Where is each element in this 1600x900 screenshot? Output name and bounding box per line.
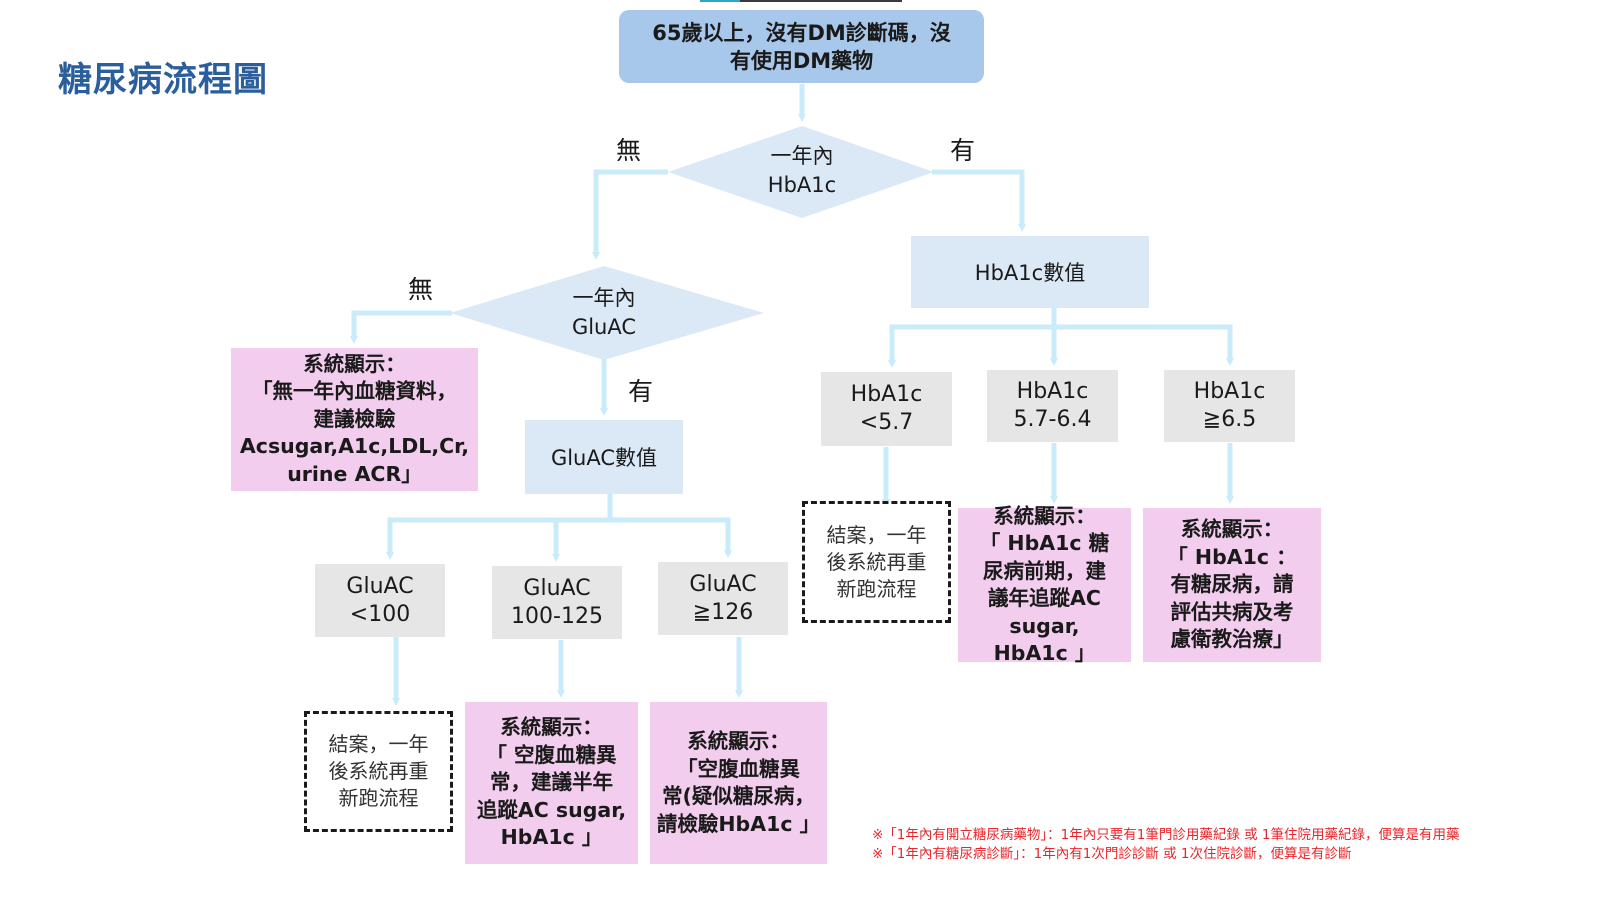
hba1c-range-57-64: HbA1c 5.7-6.4	[987, 370, 1118, 442]
connector-gluac-split	[387, 494, 731, 556]
top-accent-bar	[700, 0, 740, 2]
decision-diamond-gluac	[450, 266, 764, 360]
gluac-lt100-close-case: 結案，一年 後系統再重 新跑流程	[304, 711, 453, 832]
branch-label-gluac-no: 無	[408, 275, 434, 304]
gluac-ge126-message: 系統顯示： 「空腹血糖異 常(疑似糖尿病， 請檢驗HbA1c 」	[650, 702, 827, 864]
footnote-medication: ※「1年內有開立糖尿病藥物」：1年內只要有1筆門診用藥紀錄 或 1筆住院用藥紀錄…	[872, 827, 1460, 843]
footnote-diagnosis: ※「1年內有糖尿病診斷」：1年內有1次門診診斷 或 1次住院診斷，便算是有診斷	[872, 846, 1352, 862]
gluac-range-lt100: GluAC <100	[315, 564, 445, 637]
decision-hba1c-label: 一年內 HbA1c	[767, 144, 837, 197]
hba1c-lt57-close-case: 結案，一年 後系統再重 新跑流程	[802, 501, 951, 623]
hba1c-ge65-message: 系統顯示： 「 HbA1c ： 有糖尿病，請 評估共病及考 慮衛教治療」	[1143, 508, 1321, 662]
decision-diamond-hba1c	[668, 126, 934, 218]
hba1c-range-lt57: HbA1c <5.7	[821, 372, 952, 446]
hba1c-value-node: HbA1c數值	[911, 236, 1149, 308]
branch-label-hba1c-no: 無	[616, 136, 642, 165]
branch-label-gluac-yes: 有	[628, 377, 654, 406]
page-title: 糖尿病流程圖	[58, 60, 268, 100]
gluac-100-125-message: 系統顯示： 「 空腹血糖異 常，建議半年 追蹤AC sugar, HbA1c 」	[465, 702, 638, 864]
branch-label-hba1c-yes: 有	[950, 136, 976, 165]
connector-hba1c-yes	[932, 169, 1026, 232]
gluac-value-node: GluAC數值	[525, 420, 683, 494]
connector-hba1c-split	[889, 308, 1233, 360]
hba1c-57-64-message: 系統顯示： 「 HbA1c 糖 尿病前期，建 議年追蹤AC sugar, HbA…	[958, 504, 1131, 665]
gluac-range-ge126: GluAC ≧126	[658, 562, 788, 635]
gluac-range-100-125: GluAC 100-125	[492, 566, 622, 639]
connector-gluac-no	[350, 310, 452, 344]
no-glucose-data-message: 系統顯示： 「無一年內血糖資料， 建議檢驗 Acsugar,A1c,LDL,Cr…	[231, 348, 478, 491]
connector-hba1c-no	[592, 169, 668, 260]
decision-gluac-label: 一年內 GluAC	[571, 286, 637, 339]
hba1c-range-ge65: HbA1c ≧6.5	[1164, 370, 1295, 442]
start-node: 65歲以上，沒有DM診斷碼，沒 有使用DM藥物	[619, 10, 984, 83]
top-dark-bar	[740, 0, 902, 2]
